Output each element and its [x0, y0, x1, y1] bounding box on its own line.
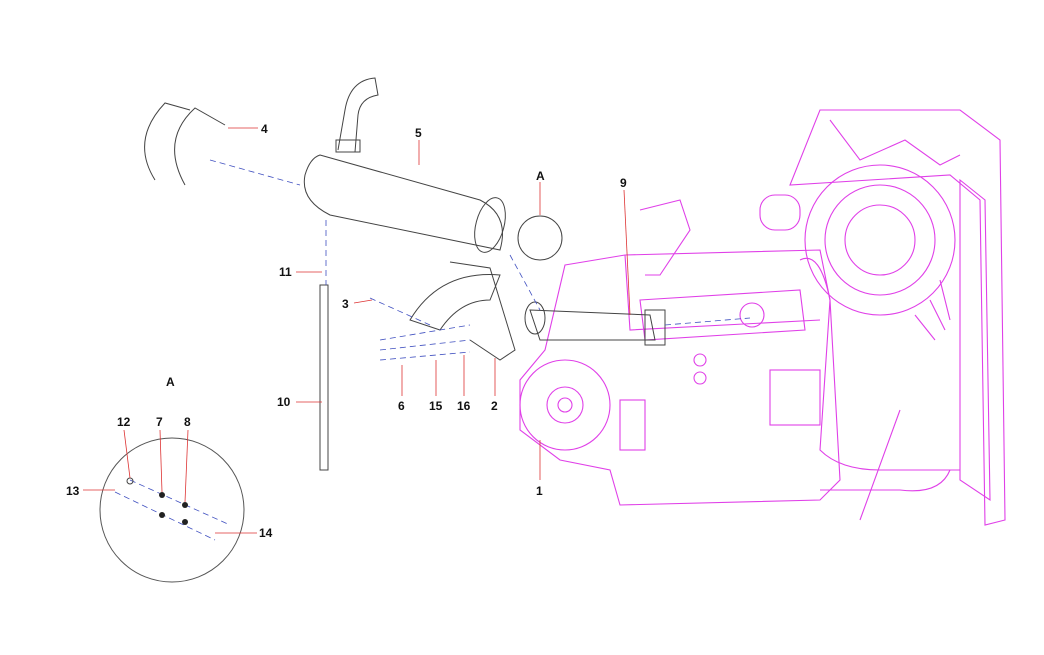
callout-detail-a: A	[536, 169, 545, 183]
callout-11: 11	[279, 265, 292, 279]
muffler	[303, 77, 506, 253]
callout-4: 4	[261, 122, 268, 136]
drain-tube	[319, 284, 329, 471]
detail-view-a	[99, 437, 245, 583]
callout-5: 5	[415, 126, 422, 140]
engine-assembly	[519, 109, 1006, 526]
callout-9: 9	[620, 176, 627, 190]
centerlines	[209, 159, 751, 361]
callout-6: 6	[398, 399, 405, 413]
callout-10: 10	[277, 395, 291, 409]
callout-16: 16	[457, 399, 471, 413]
detail-view-title: A	[166, 375, 175, 389]
callout-14: 14	[259, 526, 273, 540]
callout-13: 13	[66, 484, 80, 498]
callout-8: 8	[184, 415, 191, 429]
callout-3: 3	[342, 297, 349, 311]
exhaust-pipe	[524, 301, 666, 346]
detail-a-marker	[517, 215, 563, 261]
callout-7: 7	[156, 415, 163, 429]
muffler-bracket	[409, 261, 516, 361]
clamps	[144, 102, 226, 186]
callout-1: 1	[536, 484, 543, 498]
callout-12: 12	[117, 415, 131, 429]
callout-15: 15	[429, 399, 443, 413]
callout-2: 2	[491, 399, 498, 413]
leader-lines	[83, 127, 631, 534]
